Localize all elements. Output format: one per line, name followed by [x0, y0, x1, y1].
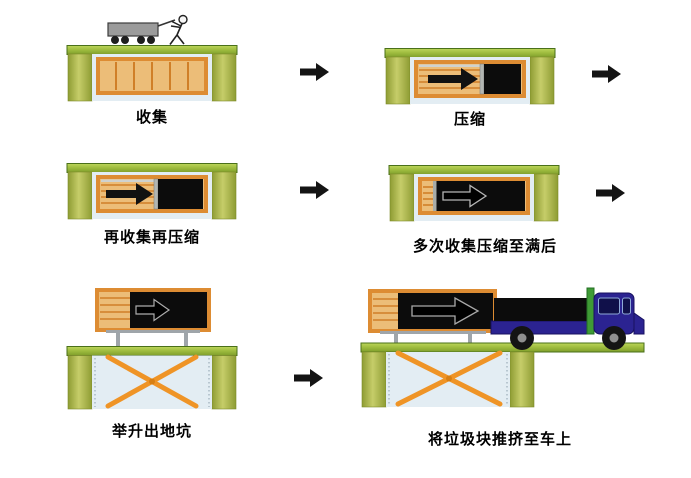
buried-station-full-icon — [388, 165, 560, 222]
step-3-label: 再收集再压缩 — [103, 228, 200, 246]
scissor-lift-raised-icon — [66, 288, 238, 410]
buried-station-compress-icon — [384, 48, 556, 105]
worker-cart-icon — [107, 14, 188, 45]
flow-arrow-icon — [592, 65, 621, 83]
flow-arrow-icon — [300, 181, 329, 199]
step-5-label: 举升出地坑 — [111, 422, 192, 440]
step-1-label: 收集 — [135, 108, 168, 126]
truck-loading-icon — [360, 287, 645, 408]
flow-arrow-icon — [294, 369, 323, 387]
step-2-label: 压缩 — [453, 110, 486, 128]
buried-station-compress-more-icon — [66, 163, 238, 220]
flow-arrow-icon — [596, 184, 625, 202]
buried-station-empty-icon — [66, 45, 238, 102]
step-6-label: 将垃圾块推挤至车上 — [427, 430, 572, 448]
flow-arrow-icon — [300, 63, 329, 81]
step-4-label: 多次收集压缩至满后 — [412, 237, 557, 255]
